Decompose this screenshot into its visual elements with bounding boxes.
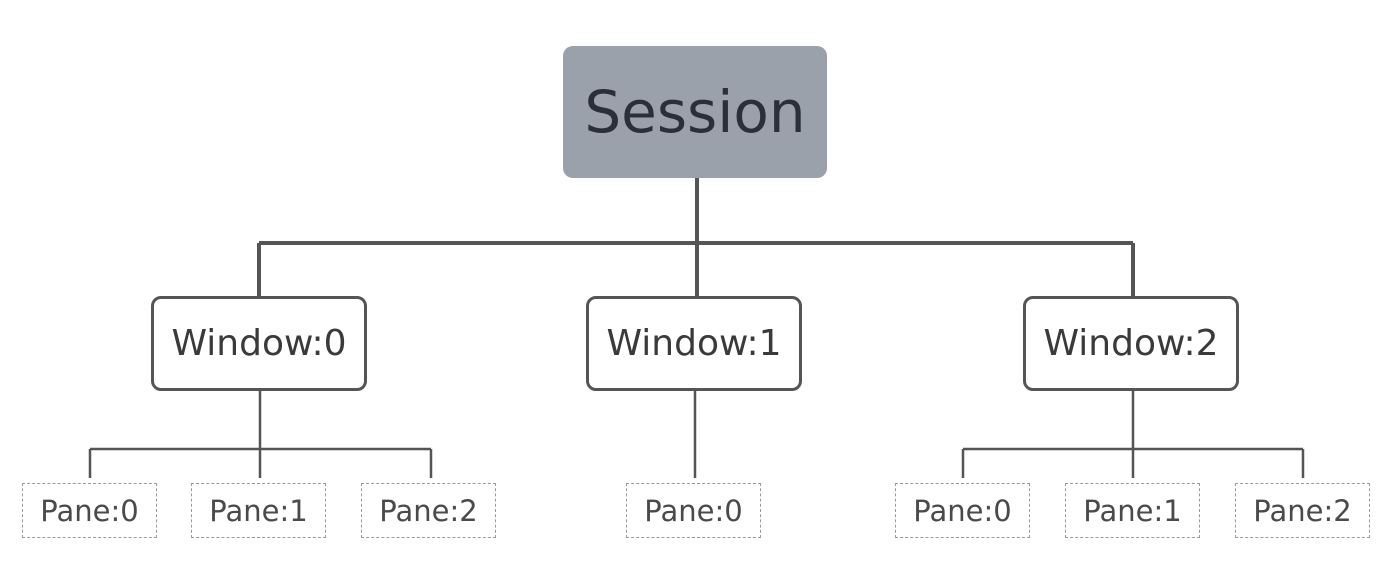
window-node-0: Window:0 — [151, 296, 367, 391]
window-2-pane-connectors — [961, 391, 1305, 478]
window-node-2: Window:2 — [1023, 296, 1239, 391]
window-node-1: Window:1 — [586, 296, 802, 391]
session-node: Session — [563, 46, 827, 178]
window-0-pane-node-1: Pane:1 — [191, 483, 326, 538]
window-2-pane-node-0: Pane:0 — [895, 483, 1030, 538]
window-0-pane-connectors — [88, 391, 433, 478]
window-1-pane-node-0: Pane:0 — [626, 483, 761, 538]
window-2-pane-node-1: Pane:1 — [1065, 483, 1200, 538]
window-2-pane-node-2: Pane:2 — [1235, 483, 1370, 538]
window-0-pane-node-0: Pane:0 — [22, 483, 157, 538]
window-0-pane-node-2: Pane:2 — [361, 483, 496, 538]
session-connectors — [257, 178, 1135, 296]
